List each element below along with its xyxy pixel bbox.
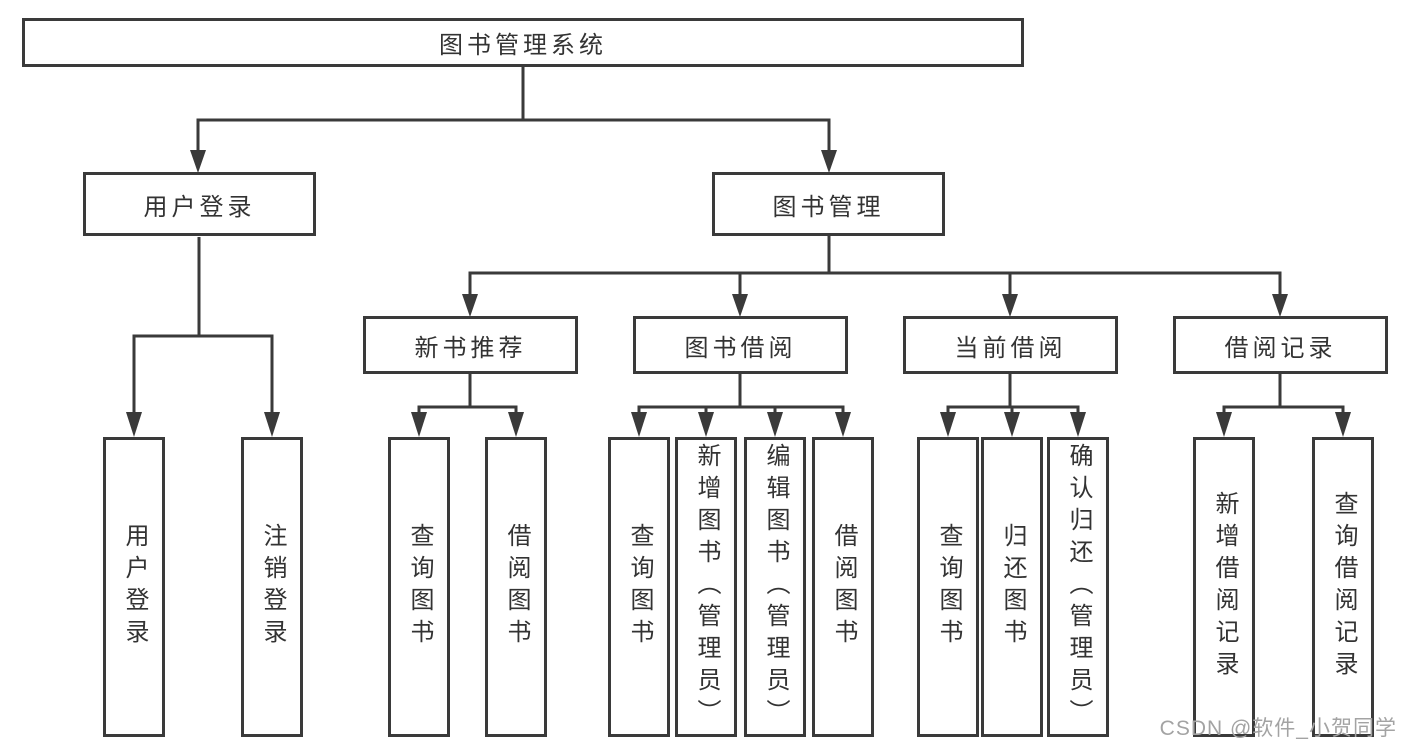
node-new-book-recommend: 新书推荐 [363,316,578,374]
leaf-user-login: 用户登录 [103,437,165,737]
leaf-edit-book-admin: 编辑图书（管理员） [744,437,806,737]
leaf-confirm-return-admin-label: 确认归还（管理员） [1065,443,1092,731]
leaf-confirm-return-admin: 确认归还（管理员） [1047,437,1109,737]
node-user-login: 用户登录 [83,172,316,236]
leaf-query-books-current-label: 查询图书 [935,523,962,651]
leaf-add-book-admin-label: 新增图书（管理员） [693,443,720,731]
node-user-login-label: 用户登录 [143,193,256,221]
node-borrowing-records: 借阅记录 [1173,316,1388,374]
connector-strokes [132,67,1345,413]
leaf-return-books-label: 归还图书 [999,523,1026,651]
node-borrowing-records-label: 借阅记录 [1224,334,1337,362]
leaf-logout: 注销登录 [241,437,303,737]
leaf-add-book-admin: 新增图书（管理员） [675,437,737,737]
leaf-add-borrow-record: 新增借阅记录 [1193,437,1255,737]
leaf-borrow-books-borrowing-label: 借阅图书 [830,523,857,651]
watermark: CSDN @软件_小贺同学 [1159,717,1397,740]
leaf-query-borrow-record: 查询借阅记录 [1312,437,1374,737]
leaf-query-books-recommend: 查询图书 [388,437,450,737]
leaf-logout-label: 注销登录 [259,523,286,651]
leaf-edit-book-admin-label: 编辑图书（管理员） [762,443,789,731]
node-root: 图书管理系统 [22,18,1024,67]
node-current-borrowing-label: 当前借阅 [954,334,1067,362]
arrowheads [126,150,1351,437]
leaf-query-books-current: 查询图书 [917,437,979,737]
node-book-management-label: 图书管理 [772,193,885,221]
leaf-borrow-books-recommend-label: 借阅图书 [503,523,530,651]
leaf-borrow-books-borrowing: 借阅图书 [812,437,874,737]
leaf-borrow-books-recommend: 借阅图书 [485,437,547,737]
leaf-user-login-label: 用户登录 [121,523,148,651]
node-root-label: 图书管理系统 [439,32,607,59]
node-book-management: 图书管理 [712,172,945,236]
leaf-query-books-recommend-label: 查询图书 [406,523,433,651]
node-book-borrowing-label: 图书借阅 [684,334,797,362]
leaf-query-borrow-record-label: 查询借阅记录 [1330,491,1357,683]
node-current-borrowing: 当前借阅 [903,316,1118,374]
leaf-query-books-borrowing-label: 查询图书 [626,523,653,651]
node-new-book-recommend-label: 新书推荐 [414,334,527,362]
leaf-return-books: 归还图书 [981,437,1043,737]
leaf-add-borrow-record-label: 新增借阅记录 [1211,491,1238,683]
leaf-query-books-borrowing: 查询图书 [608,437,670,737]
node-book-borrowing: 图书借阅 [633,316,848,374]
